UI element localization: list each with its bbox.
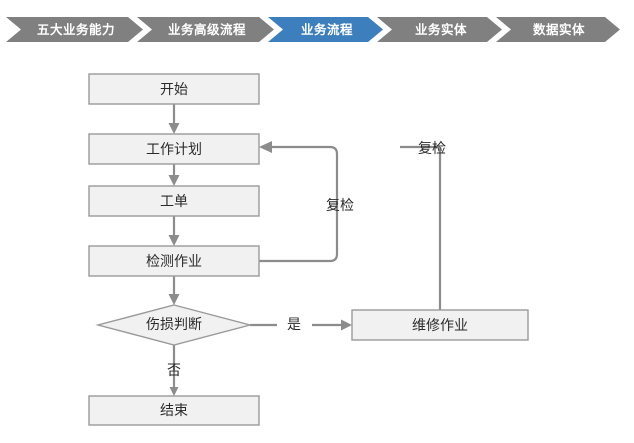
edge-recheck-inner [259, 141, 339, 263]
edge-start-to-work-plan [168, 104, 180, 134]
breadcrumb-label-5: 数据实体 [532, 22, 585, 37]
node-repair-label: 维修作业 [412, 318, 468, 334]
node-decision[interactable]: 伤损判断 [95, 304, 253, 346]
breadcrumb-item-5[interactable]: 数据实体 [496, 17, 620, 42]
node-inspection[interactable]: 检测作业 [88, 245, 260, 277]
edge-label-yes: 是 [287, 317, 301, 333]
node-inspection-label: 检测作业 [146, 254, 202, 270]
edge-label-recheck-outer: 复检 [418, 140, 446, 157]
breadcrumb-item-4[interactable]: 业务实体 [377, 17, 502, 42]
edge-inspection-to-decision [168, 276, 180, 305]
edge-label-recheck-inner: 复检 [326, 197, 354, 214]
breadcrumb: 五大业务能力 业务高级流程 业务流程 业务实体 数据实体 [0, 0, 634, 58]
edge-recheck-outer [400, 145, 442, 310]
breadcrumb-label-1: 五大业务能力 [37, 22, 115, 37]
node-end-label: 结束 [160, 403, 188, 419]
edge-work-plan-to-work-order [168, 164, 180, 186]
breadcrumb-chevron-4 [377, 17, 502, 42]
breadcrumb-item-1[interactable]: 五大业务能力 [6, 17, 143, 42]
node-work-plan[interactable]: 工作计划 [88, 133, 260, 165]
edge-decision-to-repair [250, 319, 352, 331]
node-start[interactable]: 开始 [88, 73, 260, 105]
breadcrumb-chevron-2 [137, 17, 274, 42]
node-work-order-label: 工单 [160, 194, 188, 210]
node-work-order[interactable]: 工单 [88, 185, 260, 217]
edge-label-no: 否 [167, 363, 181, 379]
node-repair[interactable]: 维修作业 [351, 309, 529, 341]
node-decision-label: 伤损判断 [146, 317, 202, 333]
node-start-label: 开始 [160, 82, 188, 98]
breadcrumb-label-4: 业务实体 [415, 22, 467, 37]
node-end[interactable]: 结束 [88, 395, 260, 426]
breadcrumb-chevron-5 [496, 17, 620, 42]
edge-decision-to-end [169, 345, 179, 396]
breadcrumb-label-3: 业务流程 [301, 22, 353, 37]
node-work-plan-label: 工作计划 [146, 142, 202, 158]
breadcrumb-chevron-1 [6, 17, 143, 42]
breadcrumb-item-2[interactable]: 业务高级流程 [137, 17, 274, 42]
breadcrumb-label-2: 业务高级流程 [168, 22, 246, 37]
breadcrumb-item-3[interactable]: 业务流程 [268, 17, 383, 42]
edge-work-order-to-inspection [168, 216, 180, 246]
breadcrumb-chevron-3 [268, 17, 383, 42]
